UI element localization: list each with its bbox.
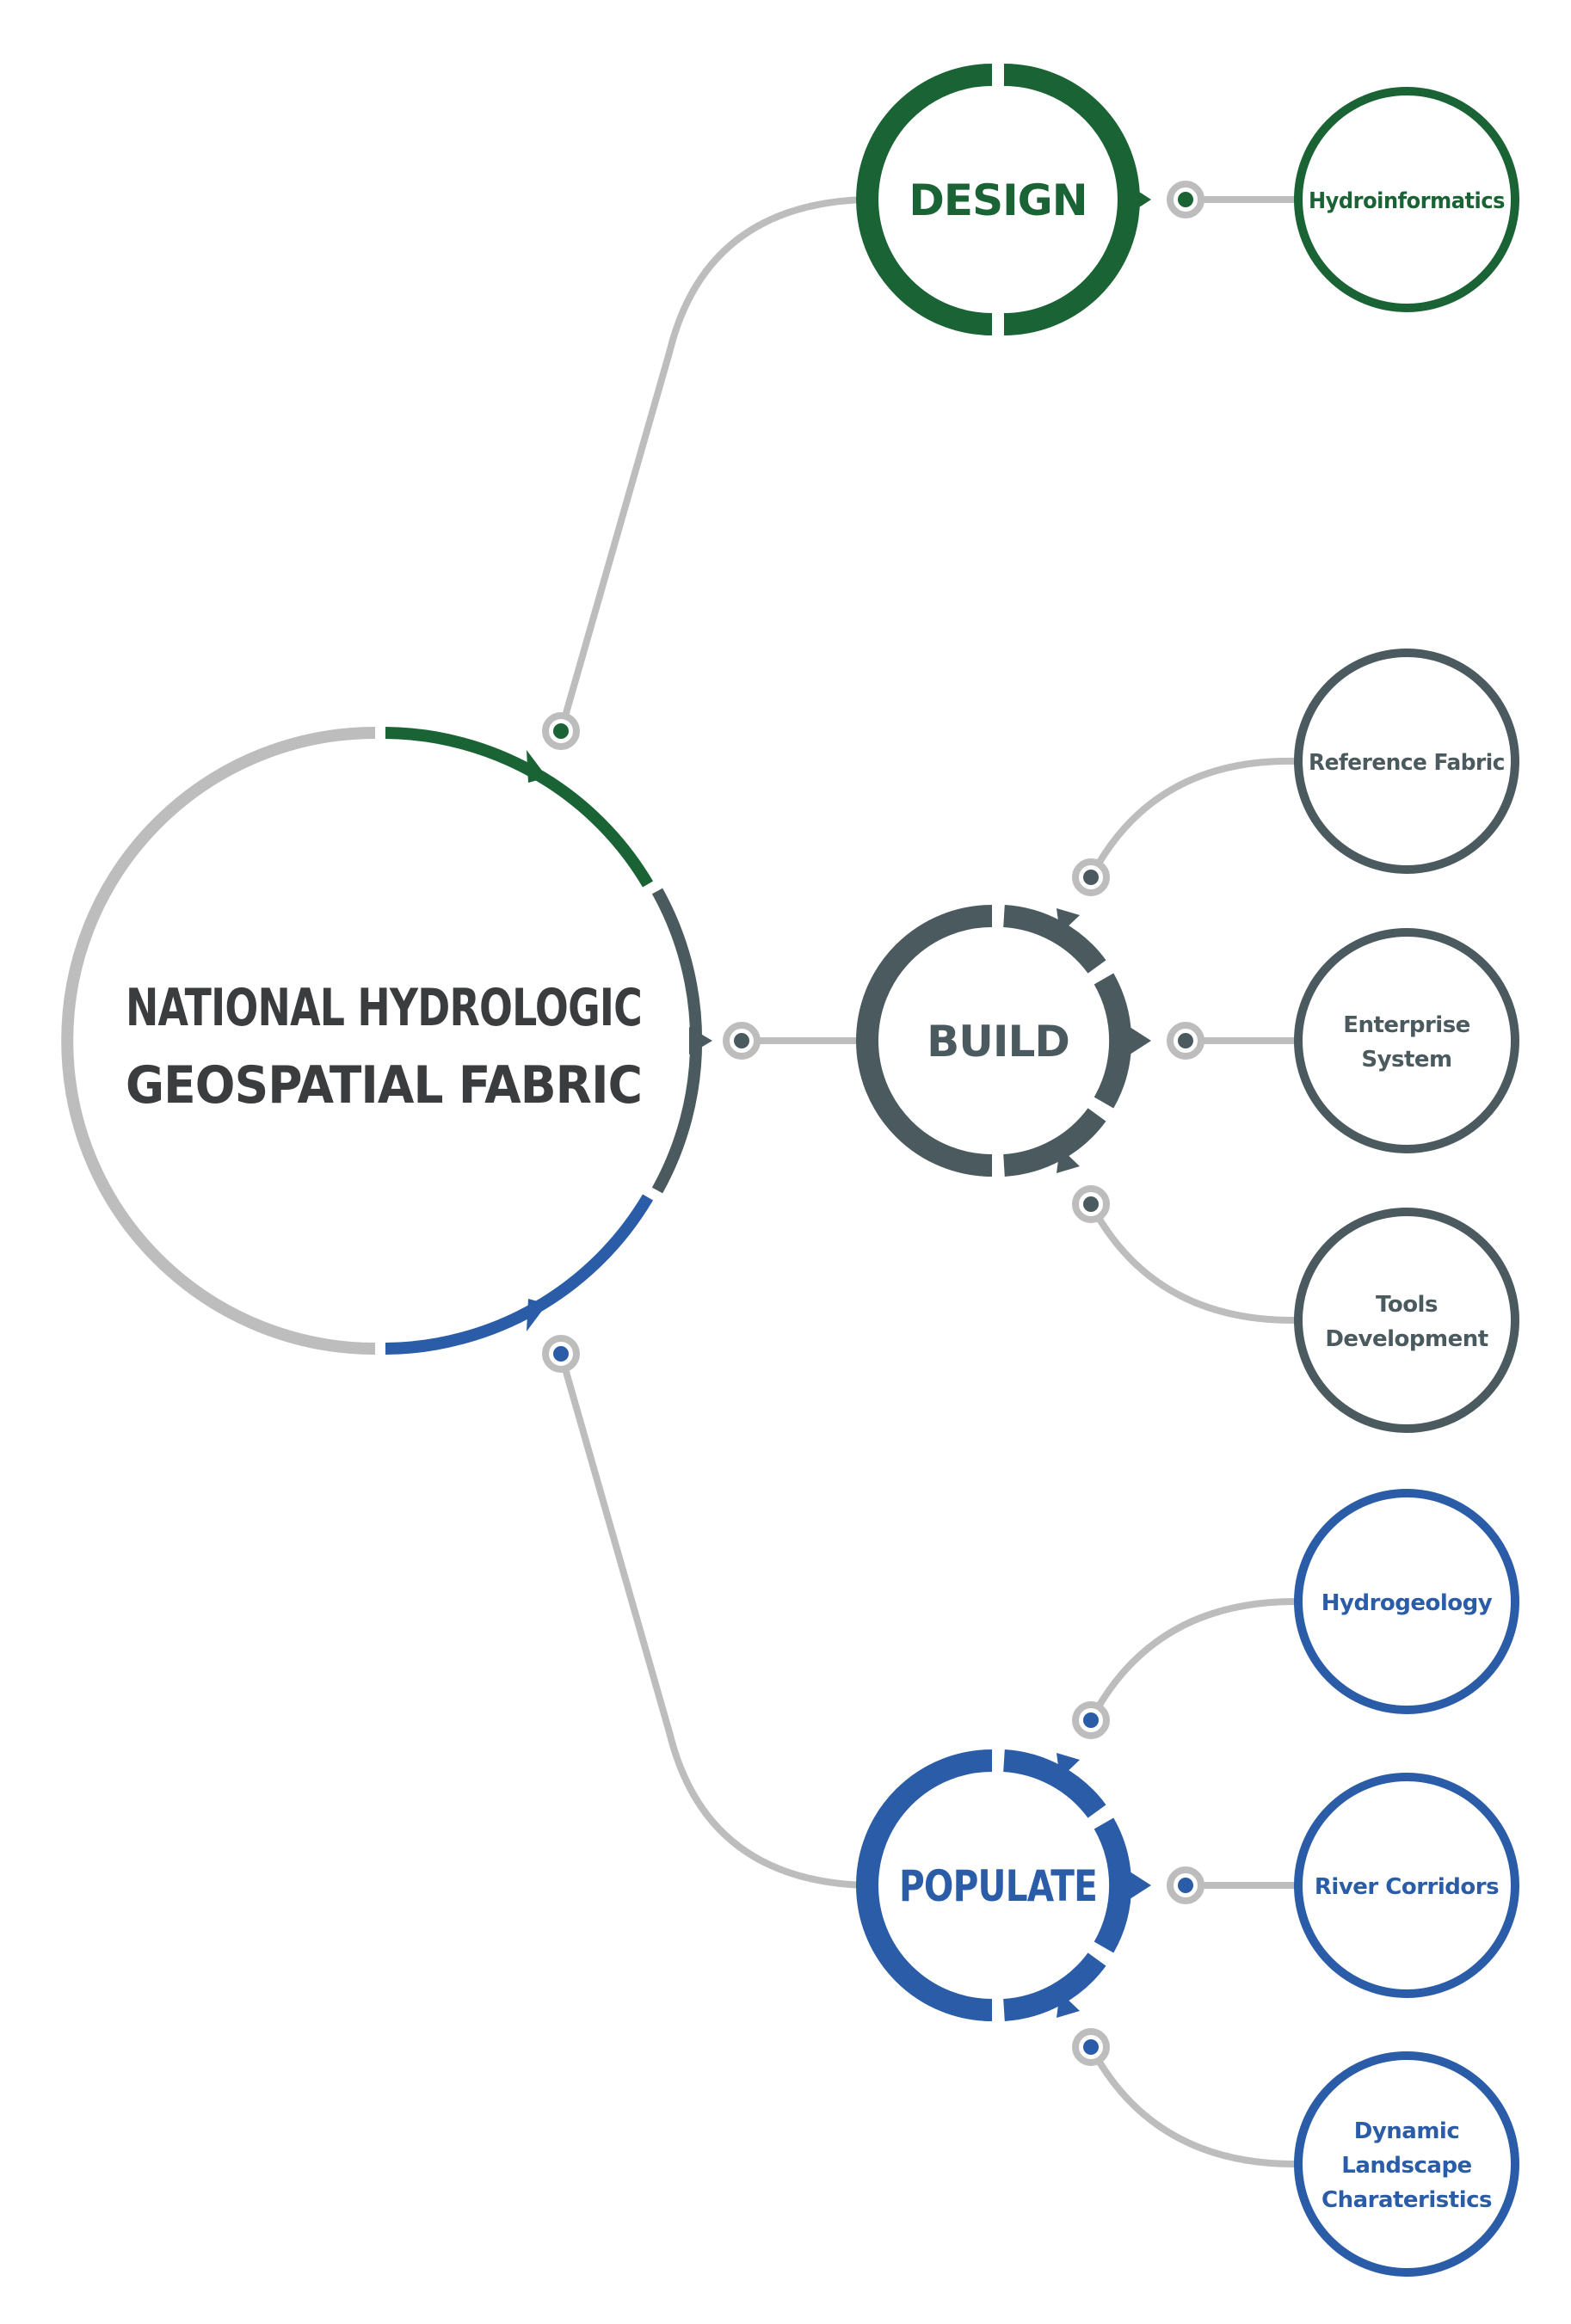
connector-build-reference-fabric [1087,757,1296,879]
leaf-reference-fabric-line-1: Reference Fabric [1309,750,1505,776]
main-ring-design-arc [385,727,654,888]
leaf-enterprise-system-line-2: System [1361,1047,1451,1073]
main-title-line-1: NATIONAL HYDROLOGIC [126,978,642,1038]
hub-build-arrow-top [1057,908,1080,934]
leaf-enterprise-system: Enterprise System [1294,928,1519,1153]
leaf-hydroinformatics: Hydroinformatics [1294,87,1519,312]
main-dot-design [542,712,580,750]
hub-dot-populate-right [1167,1866,1204,1904]
hub-dot-populate-top [1072,1701,1110,1739]
leaf-enterprise-system-line-1: Enterprise [1343,1012,1470,1038]
leaf-dynamic-landscape-line-3: Charateristics [1321,2187,1492,2213]
hub-build-ring-bottom [1002,1108,1106,1177]
main-dot-build [723,1022,761,1060]
hub-dot-design [1167,181,1204,218]
hub-populate-arrow-bottom [1057,1992,1080,2018]
leaf-reference-fabric: Reference Fabric [1294,649,1519,874]
hub-build-arrow-right [1127,1025,1151,1056]
main-node: NATIONAL HYDROLOGIC GEOSPATIAL FABRIC [61,727,712,1355]
hub-build-ring-mid [1094,973,1132,1109]
main-dot-populate [542,1335,580,1373]
main-ring-gray [61,727,376,1355]
connector-populate-hydrogeology [1087,1598,1296,1722]
main-arrow-build [689,1027,712,1054]
hub-populate-ring-bottom [1002,1952,1106,2021]
leaf-river-corridors-line-1: River Corridors [1315,1874,1499,1900]
hub-build-arrow-bottom [1057,1147,1080,1173]
hub-design-ring-left [856,64,993,335]
hub-populate-ring-left [856,1749,993,2021]
leaf-river-corridors: River Corridors [1294,1773,1519,1998]
main-title-line-2: GEOSPATIAL FABRIC [126,1055,642,1116]
hub-populate-ring-mid [1094,1817,1132,1953]
hub-dot-build-right [1167,1022,1204,1060]
leaf-tools-development-line-1: Tools [1376,1292,1438,1318]
leaf-hydroinformatics-line-1: Hydroinformatics [1309,188,1505,214]
hub-dot-populate-bottom [1072,2028,1110,2066]
connector-main-populate [558,1352,866,1889]
hub-design-label: DESIGN [909,175,1087,225]
hub-populate-arrow-right [1127,1870,1151,1901]
leaf-dynamic-landscape-line-1: Dynamic [1354,2118,1460,2144]
leaf-tools-development-line-2: Development [1325,1326,1488,1352]
hub-populate-label: POPULATE [899,1861,1097,1911]
main-arrow-design [527,750,547,783]
leaf-hydrogeology-line-1: Hydrogeology [1321,1590,1493,1616]
leaf-tools-development: Tools Development [1294,1208,1519,1433]
leaf-dynamic-landscape-line-2: Landscape [1341,2153,1471,2179]
hub-populate-ring-top [1002,1749,1106,1818]
hub-populate-arrow-top [1057,1753,1080,1779]
connector-main-design [558,196,866,733]
connector-build-tools-development [1087,1202,1296,1325]
hub-dot-build-top [1072,858,1110,896]
hub-build-label: BUILD [927,1017,1069,1067]
hub-design-arrow [1127,184,1151,215]
hub-build-ring-left [856,905,993,1177]
hub-dot-build-bottom [1072,1185,1110,1223]
hub-design: DESIGN [856,64,1151,335]
leaf-dynamic-landscape: Dynamic Landscape Charateristics [1294,2051,1519,2277]
hub-populate: POPULATE [856,1749,1151,2021]
hub-build-ring-top [1002,905,1106,974]
hub-build: BUILD [856,905,1151,1177]
connector-populate-dynamic-landscape [1087,2045,1296,2167]
main-arrow-populate [527,1299,547,1331]
main-ring-populate-arc [385,1194,654,1355]
leaf-hydrogeology: Hydrogeology [1294,1489,1519,1714]
